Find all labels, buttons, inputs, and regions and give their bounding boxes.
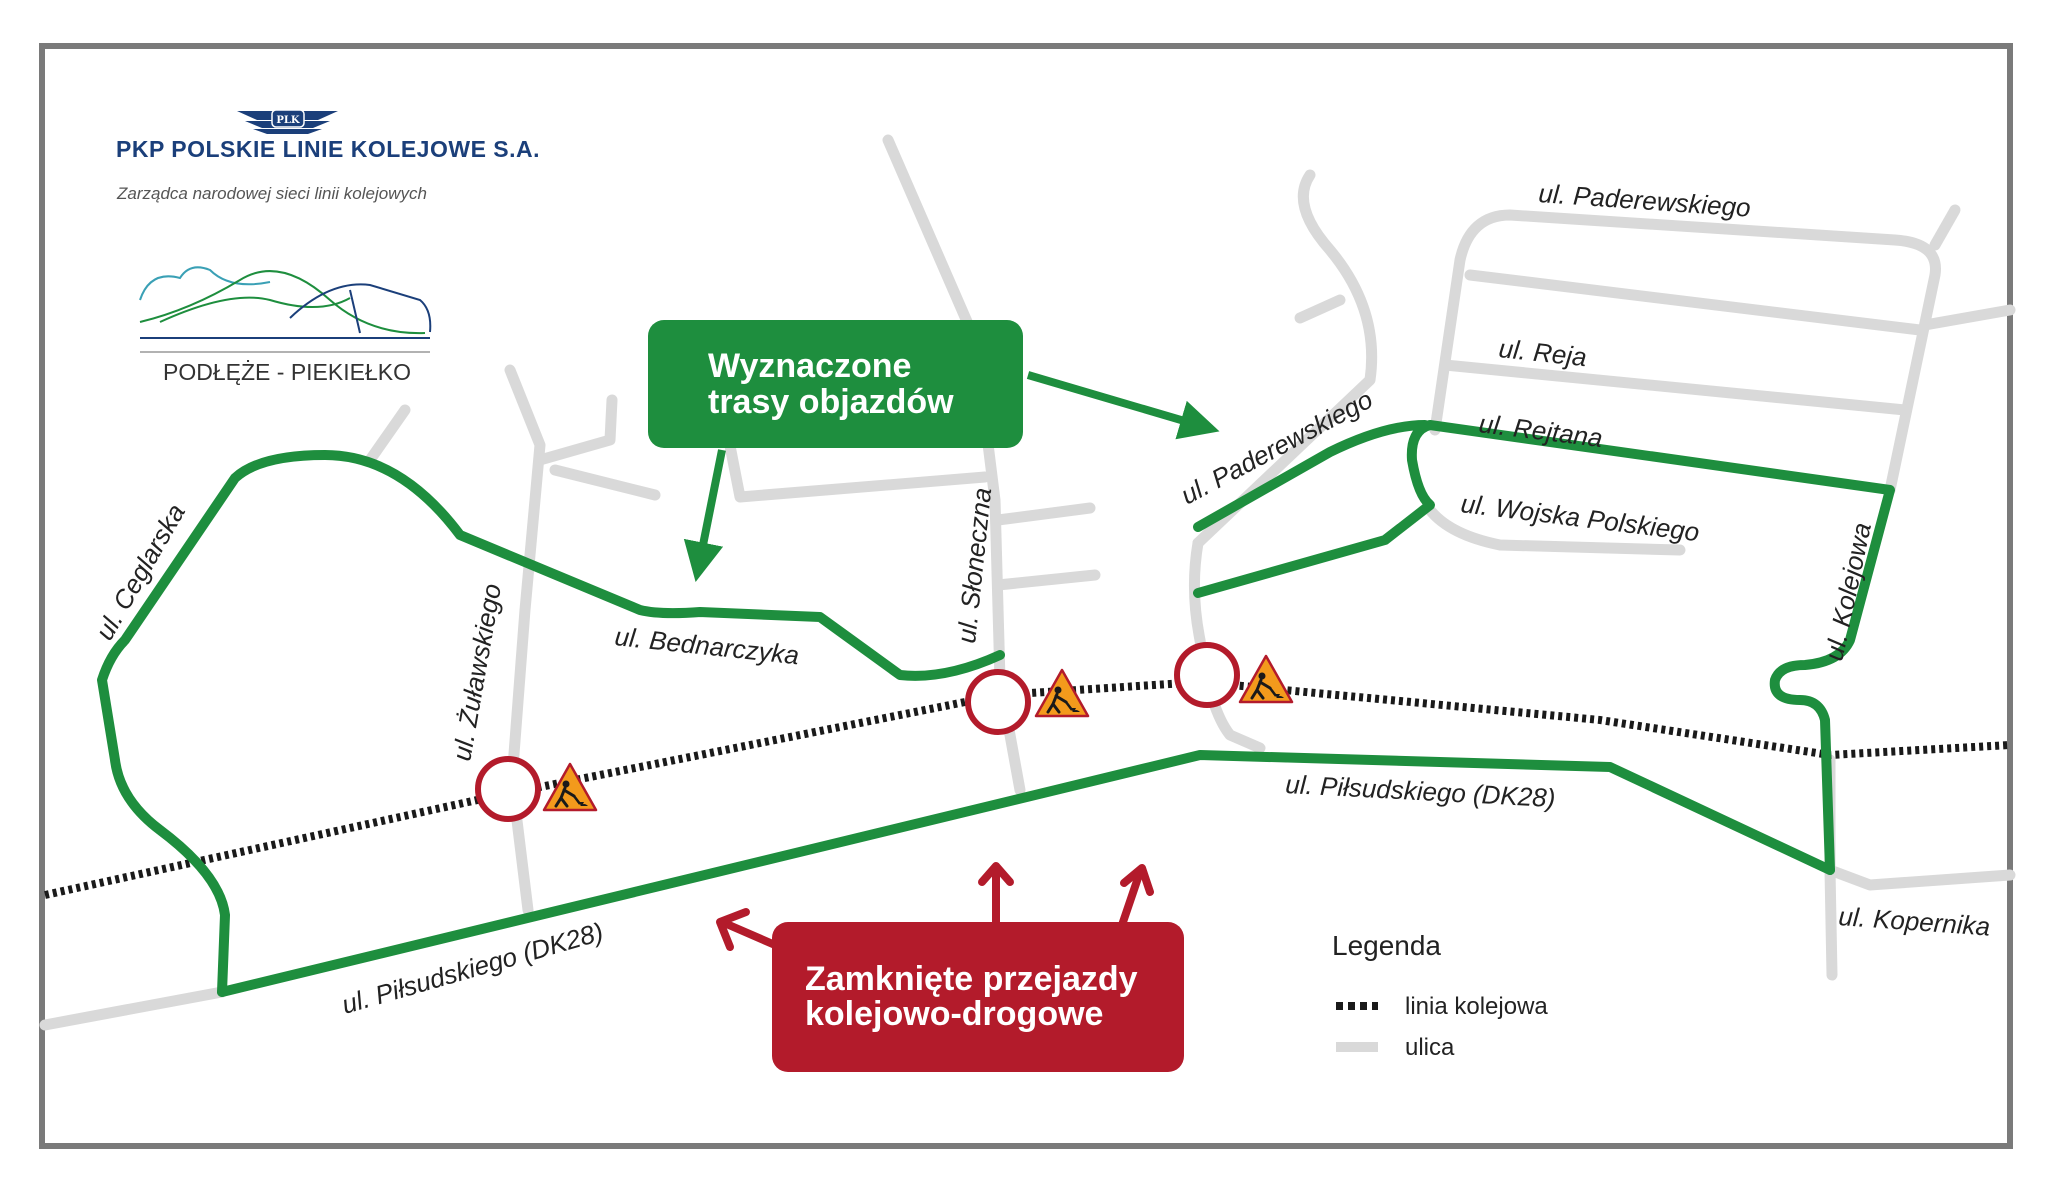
closed-crossing-zulawskiego [475, 756, 598, 822]
street-grid-row-2 [1439, 359, 1911, 416]
area-name: PODŁĘŻE - PIEKIEŁKO [163, 359, 411, 385]
closed-crossing-paderewskiego [1174, 642, 1294, 708]
detour-arrows [683, 371, 1220, 582]
detour-kolejowa-loop [1193, 420, 1895, 875]
detour-arrow-down [683, 449, 726, 582]
street-kopernika [1824, 864, 2016, 891]
detour-routes [97, 420, 1895, 997]
logo-title: PKP POLSKIE LINIE KOLEJOWE S.A. [116, 136, 540, 162]
street-sloneczna-spur-2 [992, 569, 1101, 591]
crossing-closed-icon [965, 669, 1031, 735]
street-paderewskiego-east [1929, 204, 1961, 251]
detour-paderewskiego [1193, 420, 1430, 532]
closed-callout-line1: Zamknięte przejazdy [805, 960, 1138, 998]
detour-callout-line1: Wyznaczone [708, 347, 911, 385]
legend-item-railway: linia kolejowa [1405, 993, 1548, 1020]
detour-ceglarska-bednarczyka-loop [97, 450, 1005, 997]
closed-arrow-up-right [1118, 864, 1154, 929]
crossing-closed-icon [1174, 642, 1240, 708]
closed-arrow-up [978, 862, 1014, 929]
street-paderewskiego-lower [1188, 537, 1266, 754]
detour-callout: Wyznaczone trasy objazdów [648, 320, 1023, 448]
closed-callout-line2: kolejowo-drogowe [805, 995, 1103, 1033]
detour-callout-line2: trasy objazdów [708, 383, 954, 421]
area-emblem: PODŁĘŻE - PIEKIEŁKO [139, 266, 432, 385]
crossing-closed-icon [475, 756, 541, 822]
closed-arrow-left [716, 908, 779, 951]
street-zulawskiego [504, 364, 546, 916]
street-pilsudskiego [39, 986, 228, 1031]
street-wojska-polskiego [1424, 504, 1686, 556]
street-zulawskiego-branch [534, 394, 618, 466]
hills-train-icon [139, 266, 432, 353]
street-ceglarska-stub [364, 404, 411, 466]
plk-logo: PLK PKP POLSKIE LINIE KOLEJOWE S.A. Zarz… [116, 109, 540, 203]
street-sloneczna-spur-1 [992, 502, 1096, 526]
detour-arrow-right [1026, 371, 1220, 440]
plk-wings-icon: PLK [237, 109, 338, 134]
legend: Legenda linia kolejowa ulica [1332, 930, 1548, 1061]
closed-crossing-sloneczna [965, 668, 1090, 735]
street-zulawskiego-spur [549, 464, 661, 501]
street-paderewskiego-upper [1192, 169, 1378, 549]
street-grid-row-1 [1464, 269, 1926, 336]
closed-callout: Zamknięte przejazdy kolejowo-drogowe [772, 922, 1184, 1072]
street-kopernika-south [1824, 864, 1838, 981]
detour-pilsudskiego [217, 750, 1835, 997]
logo-subtitle: Zarządca narodowej sieci linii kolejowyc… [116, 184, 427, 203]
street-paderewskiego-branch [1294, 294, 1346, 324]
closed-arrows [716, 862, 1154, 951]
logo-badge: PLK [276, 115, 300, 126]
street-grid-outline [1429, 209, 1941, 496]
street-east-stub [1919, 304, 2016, 331]
legend-title: Legenda [1332, 930, 1441, 961]
legend-item-street: ulica [1405, 1034, 1455, 1061]
